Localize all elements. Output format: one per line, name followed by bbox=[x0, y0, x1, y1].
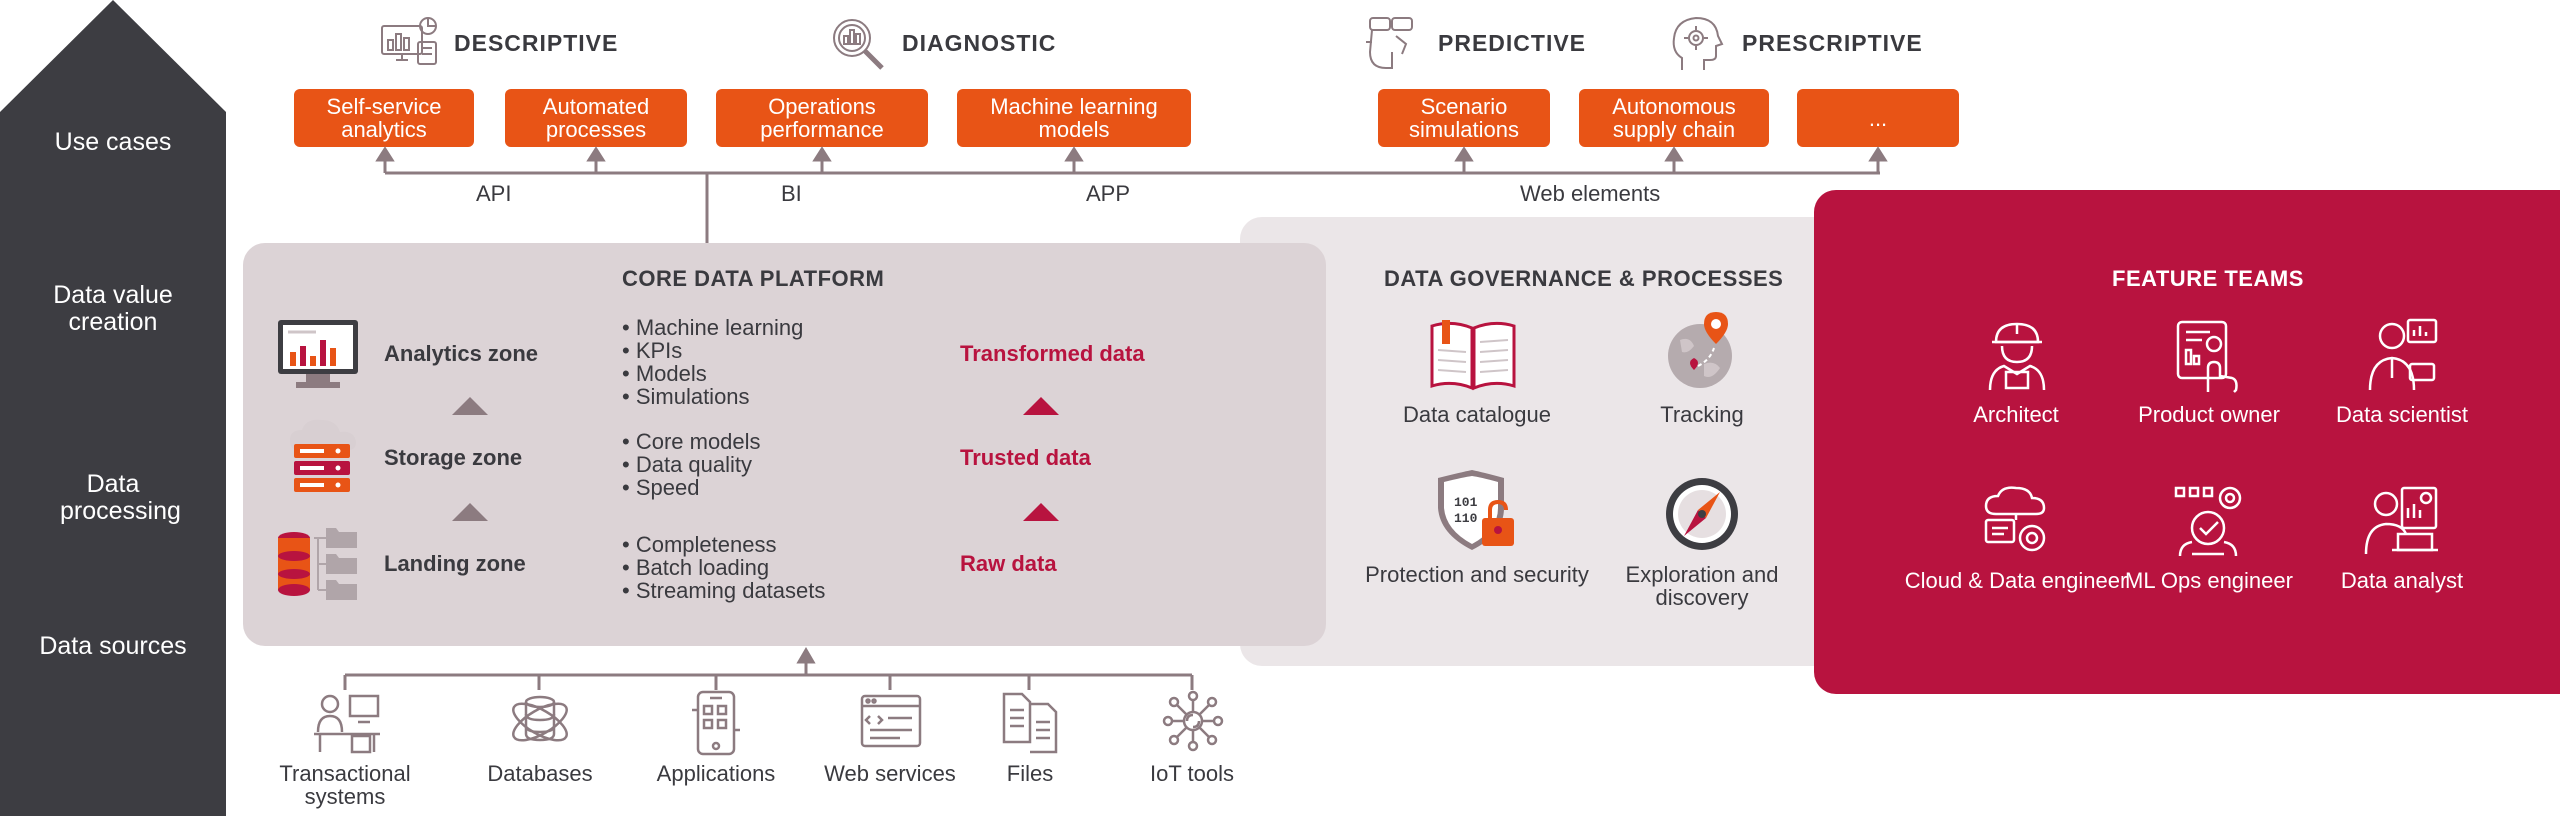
stage-title-descriptive: DESCRIPTIVE bbox=[454, 29, 619, 56]
team-label-data-analyst: Data analyst bbox=[2340, 568, 2464, 593]
data-level-raw: Raw data bbox=[960, 551, 1057, 576]
connector-label-bi: BI bbox=[781, 181, 802, 206]
layer-label-use-cases: Use cases bbox=[54, 128, 172, 156]
use-case-machine-learning-models: Machine learning models bbox=[957, 89, 1191, 147]
core-platform-title: CORE DATA PLATFORM bbox=[622, 266, 885, 291]
storage-cloud-server-icon bbox=[290, 419, 356, 492]
use-case-automated-processes: Automated processes bbox=[505, 89, 687, 147]
connector-label-api: API bbox=[476, 181, 512, 206]
governance-label-tracking: Tracking bbox=[1660, 402, 1744, 427]
connector-label-web-elements: Web elements bbox=[1520, 181, 1661, 206]
team-label-data-scientist: Data scientist bbox=[2335, 402, 2469, 427]
zone-up-arrow-1 bbox=[452, 397, 488, 415]
transactional-systems-desk-icon bbox=[314, 694, 380, 754]
predictive-binoculars-icon bbox=[1366, 17, 1413, 69]
use-case-scenario-simulations: Scenario simulations bbox=[1378, 89, 1550, 147]
governance-label-data-catalogue: Data catalogue bbox=[1403, 402, 1551, 427]
iot-tools-network-icon bbox=[1162, 690, 1224, 752]
stage-prescriptive: PRESCRIPTIVE bbox=[1666, 12, 1923, 74]
web-services-browser-icon bbox=[860, 694, 922, 748]
governance-label-protection-security: Protection and security bbox=[1365, 562, 1589, 587]
data-catalogue-book-icon bbox=[1430, 320, 1516, 391]
team-label-cloud-data-engineer: Cloud & Data engineer bbox=[1904, 568, 2128, 593]
use-case-self-service-analytics: Self-service analytics bbox=[294, 89, 474, 147]
protection-shield-lock-icon: 101 110 bbox=[1438, 470, 1514, 550]
source-label-applications: Applications bbox=[656, 761, 776, 786]
source-label-transactional-systems: Transactional systems bbox=[279, 761, 411, 809]
diagnostic-magnifier-icon bbox=[833, 19, 884, 70]
layer-label-data-processing: Data processing bbox=[60, 470, 181, 525]
files-documents-icon bbox=[1002, 692, 1058, 754]
stage-descriptive: DESCRIPTIVE bbox=[378, 12, 618, 74]
bullet-item: Machine learning bbox=[622, 316, 804, 339]
zone-label-analytics: Analytics zone bbox=[384, 341, 539, 366]
source-label-databases: Databases bbox=[487, 761, 593, 786]
data-level-up-arrow-1 bbox=[1023, 397, 1059, 415]
ml-ops-engineer-icon bbox=[2174, 486, 2242, 557]
bullet-item: Data quality bbox=[622, 453, 761, 476]
data-scientist-person-chart-icon bbox=[2368, 318, 2438, 391]
zone-label-storage: Storage zone bbox=[384, 445, 523, 470]
prescriptive-head-gear-icon bbox=[1672, 16, 1724, 70]
use-case-operations-performance: Operations performance bbox=[716, 89, 928, 147]
product-owner-tablet-icon bbox=[2176, 320, 2238, 393]
bullets-analytics: Machine learning KPIs Models Simulations bbox=[622, 316, 804, 408]
stage-diagnostic: DIAGNOSTIC bbox=[826, 12, 1056, 74]
stage-title-prescriptive: PRESCRIPTIVE bbox=[1742, 29, 1923, 56]
governance-label-exploration-discovery: Exploration and discovery bbox=[1625, 562, 1779, 610]
stage-title-diagnostic: DIAGNOSTIC bbox=[902, 29, 1057, 56]
governance-panel bbox=[1240, 217, 1860, 666]
governance-title: DATA GOVERNANCE & PROCESSES bbox=[1384, 266, 1784, 291]
source-label-web-services: Web services bbox=[824, 761, 956, 786]
team-label-architect: Architect bbox=[1973, 402, 2059, 427]
data-level-transformed: Transformed data bbox=[960, 341, 1145, 366]
bullets-landing: Completeness Batch loading Streaming dat… bbox=[622, 533, 826, 602]
data-analyst-laptop-icon bbox=[2364, 486, 2438, 555]
connector-label-app: APP bbox=[1086, 181, 1131, 206]
bullet-item: Batch loading bbox=[622, 556, 825, 579]
feature-teams-panel bbox=[1814, 190, 2560, 694]
team-label-ml-ops-engineer: ML Ops engineer bbox=[2125, 568, 2293, 593]
bullet-item: Speed bbox=[622, 476, 761, 499]
source-label-files: Files bbox=[1006, 761, 1054, 786]
databases-icon bbox=[512, 695, 568, 742]
data-level-trusted: Trusted data bbox=[960, 445, 1091, 470]
stage-predictive: PREDICTIVE bbox=[1362, 12, 1586, 74]
use-case-more: ... bbox=[1797, 89, 1959, 147]
zone-up-arrow-2 bbox=[452, 503, 488, 521]
architect-helmet-icon bbox=[1988, 322, 2046, 391]
data-level-up-arrow-2 bbox=[1023, 503, 1059, 521]
bullet-item: KPIs bbox=[622, 339, 803, 362]
svg-text:101: 101 bbox=[1454, 495, 1478, 510]
cloud-data-engineer-icon bbox=[1984, 486, 2046, 552]
bullets-storage: Core models Data quality Speed bbox=[622, 430, 761, 499]
exploration-compass-icon bbox=[1666, 478, 1738, 550]
source-label-iot-tools: IoT tools bbox=[1150, 761, 1234, 786]
layer-arrow-column bbox=[0, 0, 226, 816]
use-case-autonomous-supply-chain: Autonomous supply chain bbox=[1579, 89, 1769, 147]
svg-text:110: 110 bbox=[1454, 511, 1478, 526]
bullet-item: Completeness bbox=[622, 533, 825, 556]
feature-teams-title: FEATURE TEAMS bbox=[2112, 266, 2304, 291]
layer-label-data-value-creation: Data value creation bbox=[53, 281, 173, 336]
stage-title-predictive: PREDICTIVE bbox=[1438, 29, 1587, 56]
tracking-globe-pin-icon bbox=[1668, 312, 1732, 388]
descriptive-dashboard-icon bbox=[381, 17, 437, 65]
team-label-product-owner: Product owner bbox=[2138, 402, 2280, 427]
applications-phone-icon bbox=[692, 690, 740, 756]
bullet-item: Core models bbox=[622, 430, 761, 453]
bullet-item: Simulations bbox=[622, 385, 803, 408]
zone-label-landing: Landing zone bbox=[384, 551, 526, 576]
analytics-monitor-icon bbox=[278, 320, 358, 388]
layer-label-data-sources: Data sources bbox=[39, 632, 187, 660]
bullet-item: Models bbox=[622, 362, 803, 385]
landing-database-folders-icon bbox=[278, 528, 357, 600]
bullet-item: Streaming datasets bbox=[622, 579, 826, 602]
